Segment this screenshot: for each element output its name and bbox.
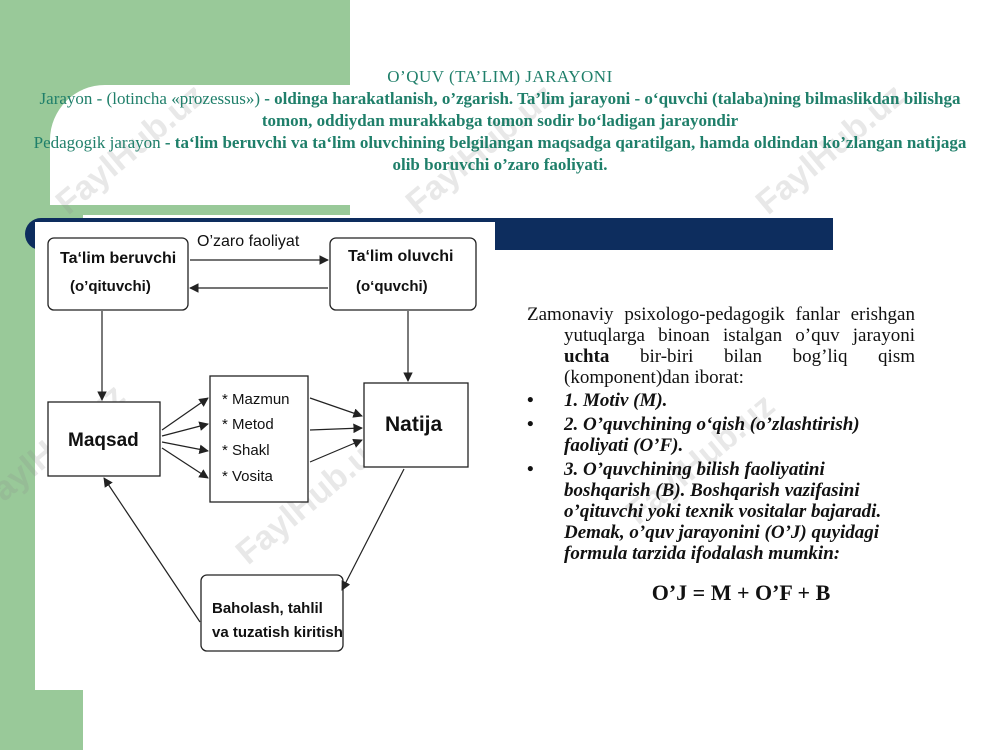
arrow-goal-to-content (161, 397, 209, 431)
page-title: O’QUV (TA’LIM) JARAYONI (387, 67, 613, 86)
assessment-box (200, 574, 344, 652)
bullet-dot: • (527, 414, 534, 435)
component-method: * Metod (222, 416, 274, 433)
assessment-sublabel: va tuzatish kiritish (212, 624, 343, 641)
bullet-dot: • (527, 459, 534, 480)
intro-paragraph: Zamonaviy psixologo-pedagogik fanlar eri… (527, 304, 915, 388)
definition-term: Pedagogik jarayon (33, 133, 161, 152)
intro-text: Zamonaviy psixologo-pedagogik fanlar eri… (527, 304, 915, 346)
arrow-components-to-result (309, 438, 363, 463)
content-text: Zamonaviy psixologo-pedagogik fanlar eri… (527, 304, 915, 605)
components-box (209, 375, 309, 503)
result-label: Natija (385, 413, 443, 436)
result-box (363, 382, 469, 468)
interaction-label: O’zaro faoliyat (197, 233, 300, 250)
intro-text: bir-biri bilan bog’liq qism (komponent)d… (564, 346, 915, 388)
formula: O’J = M + O’F + B (651, 580, 831, 605)
learner-box (329, 237, 477, 311)
arrow-result-to-assessment (341, 468, 405, 591)
arrow-goal-to-means (161, 447, 209, 479)
teacher-sublabel: (o’qituvchi) (70, 278, 151, 295)
definition-text: - oldinga harakatlanish, o’zgarish. Ta’l… (260, 89, 961, 130)
arrow-assessment-to-goal (103, 477, 201, 623)
component-means: * Vosita (222, 468, 274, 485)
definition-text: - ta‘lim beruvchi va ta‘lim oluvchining … (160, 133, 967, 174)
arrow-goal-to-method (161, 421, 209, 437)
list-item-text: 3. O’quvchining bilish faoliyatini boshq… (564, 459, 882, 564)
arrow-components-to-result (309, 423, 363, 434)
list-item-text: 2. O’quvchining o‘qish (o’zlashtirish) f… (564, 414, 860, 456)
arrow-goal-to-form (161, 441, 209, 455)
component-form: * Shakl (222, 442, 270, 459)
learner-label: Ta‘lim oluvchi (348, 248, 454, 265)
header-rounded-panel (50, 85, 380, 205)
goal-label: Maqsad (68, 430, 139, 451)
assessment-label: Baholash, tahlil (212, 600, 323, 617)
component-list: • 1. Motiv (M). • 2. O’quvchining o‘qish (… (527, 390, 915, 564)
list-item: • 3. O’quvchining bilish faoliyatini bosh… (527, 459, 915, 564)
teacher-label: Ta‘lim beruvchi (60, 250, 176, 267)
component-content: * Mazmun (222, 391, 290, 408)
arrow-components-to-result (309, 397, 363, 418)
definition-term: Jarayon - (lotincha «prozessus») (39, 89, 260, 108)
learner-sublabel: (o‘quvchi) (356, 278, 428, 295)
bullet-dot: • (527, 390, 534, 411)
goal-box (47, 401, 161, 477)
list-item: • 1. Motiv (M). (527, 390, 915, 411)
teacher-box (47, 237, 189, 311)
header: O’QUV (TA’LIM) JARAYONI Jarayon - (lotin… (30, 66, 970, 176)
list-item-text: 1. Motiv (M). (564, 390, 668, 411)
list-item: • 2. O’quvchining o‘qish (o’zlashtirish) … (527, 414, 915, 456)
intro-emphasis: uchta (564, 346, 610, 367)
